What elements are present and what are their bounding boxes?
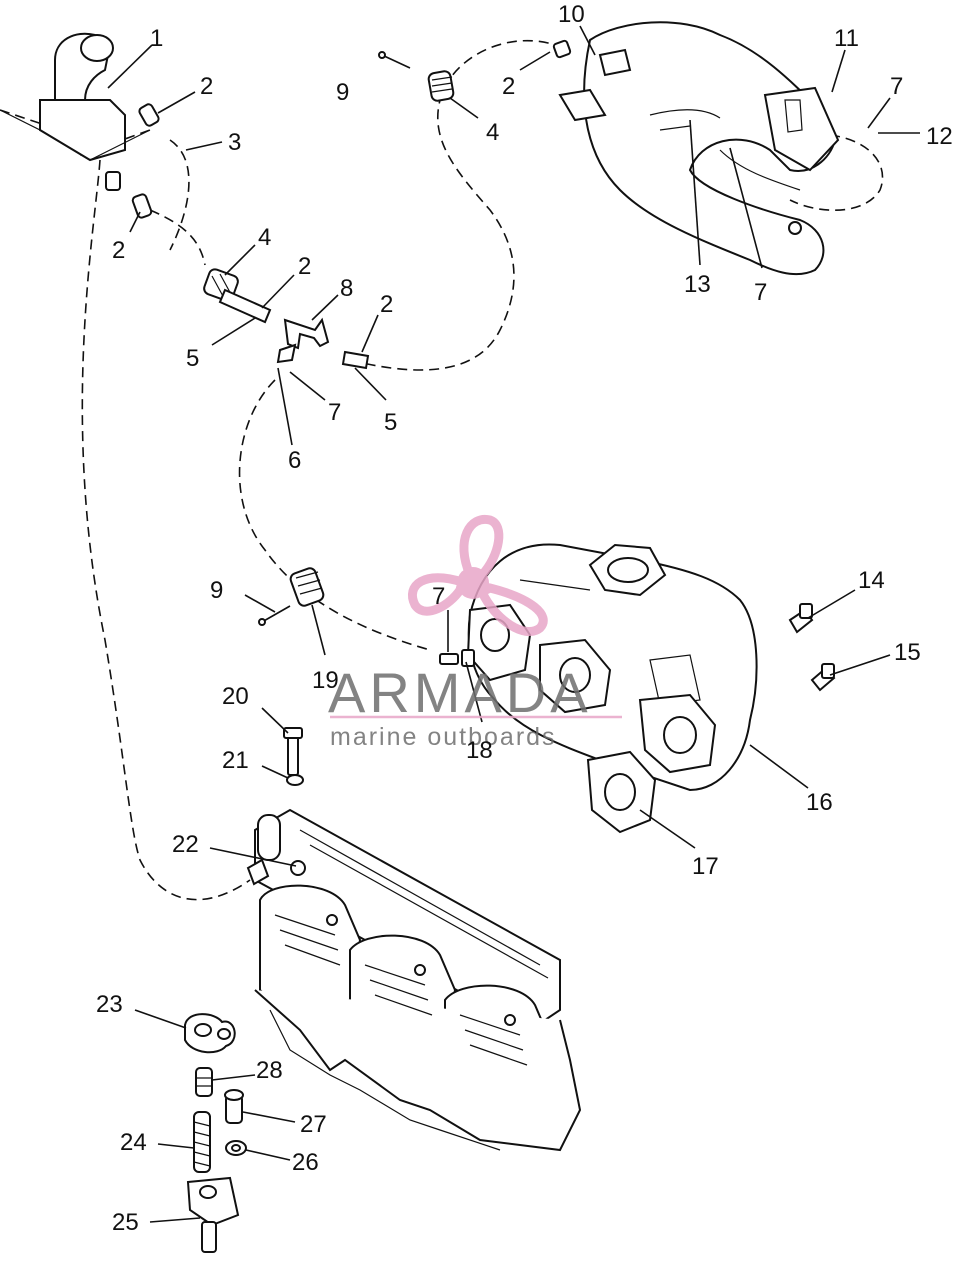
part-washer-21 — [286, 774, 304, 786]
callout-17: 17 — [692, 853, 719, 880]
callout-5: 5 — [384, 409, 397, 436]
callout-2: 2 — [200, 73, 213, 100]
callout-20: 20 — [222, 683, 249, 710]
part-clip-upper — [378, 51, 411, 69]
callout-2: 2 — [298, 253, 311, 280]
part-gasket-17 — [586, 750, 657, 834]
callout-23: 23 — [96, 991, 123, 1018]
callout-11: 11 — [834, 25, 859, 52]
part-elbow-fitting — [0, 32, 151, 162]
callout-2: 2 — [502, 73, 515, 100]
callout-8: 8 — [340, 275, 353, 302]
part-sensor-28 — [195, 1067, 213, 1097]
callout-2: 2 — [380, 291, 393, 318]
part-hose-spring-upper — [427, 70, 455, 102]
callout-13: 13 — [684, 271, 711, 298]
part-fitting-25 — [186, 1176, 240, 1253]
callout-28: 28 — [256, 1057, 283, 1084]
part-gasket-23 — [184, 1013, 236, 1054]
callout-25: 25 — [112, 1209, 139, 1236]
part-washer-26 — [225, 1140, 247, 1156]
part-cylinder-block — [254, 808, 582, 1152]
callout-6: 6 — [288, 447, 301, 474]
callout-7: 7 — [754, 279, 767, 306]
part-spring-24 — [193, 1111, 211, 1173]
watermark-subtitle: marine outboards — [330, 723, 557, 751]
callout-16: 16 — [806, 789, 833, 816]
callout-1: 1 — [150, 25, 163, 52]
callout-4: 4 — [486, 119, 499, 146]
part-small-fittings — [105, 103, 160, 219]
callout-24: 24 — [120, 1129, 147, 1156]
leader-lines — [107, 25, 920, 1223]
callout-4: 4 — [258, 224, 271, 251]
callout-12: 12 — [926, 123, 953, 150]
callout-labels: 1 2 3 2 4 2 8 2 5 5 7 6 9 2 4 10 11 7 12… — [96, 1, 953, 1236]
part-bolt-15 — [810, 663, 836, 692]
callout-10: 10 — [558, 1, 585, 28]
part-clip-lower — [258, 605, 291, 626]
callout-21: 21 — [222, 747, 249, 774]
part-bolt-14 — [788, 603, 814, 634]
part-exhaust-pipe — [558, 21, 840, 276]
part-fitting-22 — [246, 858, 270, 886]
callout-18: 18 — [466, 737, 493, 764]
part-hose-spring-19 — [289, 567, 325, 607]
callout-22: 22 — [172, 831, 199, 858]
watermark-title: ARMADA — [328, 661, 592, 724]
part-hose-spring-lower — [203, 268, 272, 324]
part-fitting-10 — [552, 39, 572, 59]
hose-routes — [0, 39, 884, 901]
callout-7: 7 — [890, 73, 903, 100]
watermark: ARMADA marine outboards — [328, 514, 622, 751]
callout-27: 27 — [300, 1111, 327, 1138]
callout-5: 5 — [186, 345, 199, 372]
callout-9: 9 — [210, 577, 223, 604]
callout-19: 19 — [312, 667, 339, 694]
part-stud-7-manifold — [439, 649, 475, 667]
part-fitting-27 — [224, 1089, 244, 1124]
callout-7: 7 — [432, 583, 445, 610]
callout-7: 7 — [328, 399, 341, 426]
callout-14: 14 — [858, 567, 885, 594]
part-bolt-20 — [283, 727, 303, 776]
callout-3: 3 — [228, 129, 241, 156]
propeller-logo — [408, 514, 548, 637]
callout-9: 9 — [336, 79, 349, 106]
part-tee-fitting — [276, 317, 370, 370]
callout-26: 26 — [292, 1149, 319, 1176]
callout-15: 15 — [894, 639, 921, 666]
callout-2: 2 — [112, 237, 125, 264]
